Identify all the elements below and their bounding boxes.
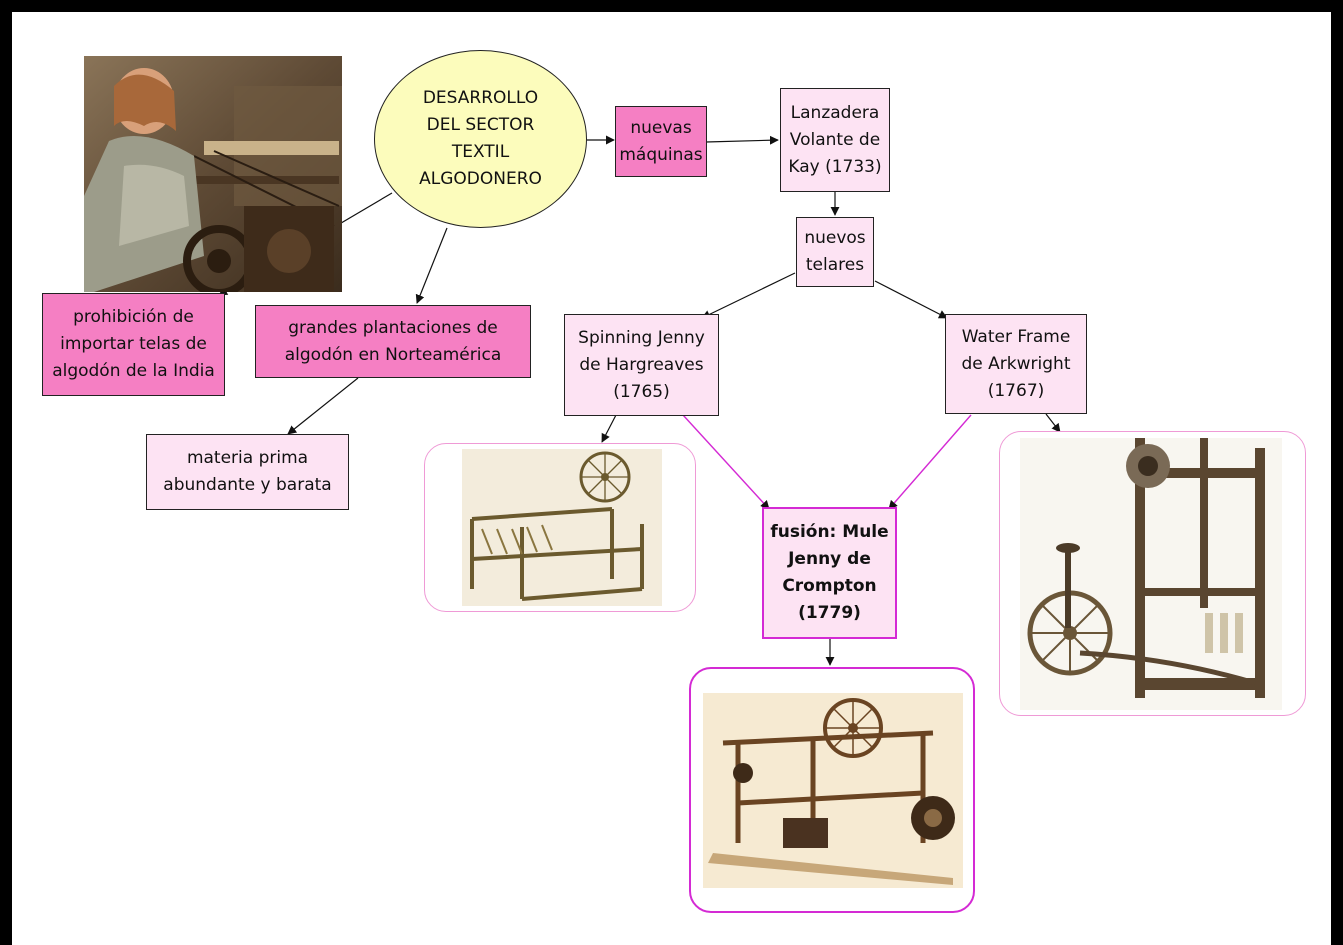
node-prohibicion-importar: prohibición de importar telas de algodón… (42, 293, 225, 396)
node-spinning-jenny: Spinning Jenny de Hargreaves (1765) (564, 314, 719, 416)
arrow-center-to-plantaciones (415, 227, 448, 304)
node-mule-jenny-fusion: fusión: Mule Jenny de Crompton (1779) (762, 507, 897, 639)
node-water-frame: Water Frame de Arkwright (1767) (945, 314, 1087, 414)
central-topic-ellipse: DESARROLLO DEL SECTOR TEXTIL ALGODONERO (374, 50, 587, 228)
arrow-spinning-jenny-to-mule-jenny (682, 414, 770, 510)
mule-jenny-illustration (703, 693, 963, 888)
arrow-plantaciones-to-materia-prima (287, 377, 359, 435)
water-frame-image-frame (999, 431, 1306, 716)
arrow-water-frame-to-image (1045, 413, 1061, 433)
arrow-nuevos-telares-to-spinning-jenny (701, 272, 796, 319)
node-grandes-plantaciones: grandes plantaciones de algodón en Norte… (255, 305, 531, 378)
node-nuevas-maquinas: nuevas máquinas (615, 106, 707, 177)
arrow-water-frame-to-mule-jenny (888, 414, 972, 510)
arrow-nuevos-telares-to-water-frame (874, 280, 948, 319)
node-materia-prima: materia prima abundante y barata (146, 434, 349, 510)
arrow-spinning-jenny-to-image (601, 414, 617, 443)
node-lanzadera-volante: Lanzadera Volante de Kay (1733) (780, 88, 890, 192)
node-nuevos-telares: nuevos telares (796, 217, 874, 287)
spinning-jenny-image-frame (424, 443, 696, 612)
water-frame-illustration (1020, 438, 1282, 710)
girl-at-loom-image (84, 56, 342, 297)
mule-jenny-image-frame (689, 667, 975, 913)
spinning-jenny-illustration (462, 449, 662, 606)
arrow-nuevas-maquinas-to-lanzadera (705, 135, 779, 145)
